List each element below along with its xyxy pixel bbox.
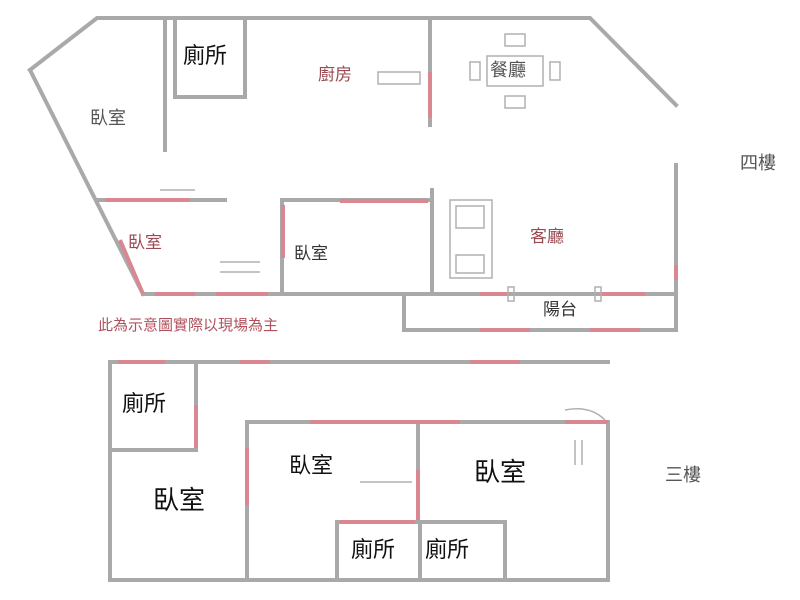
sofa [449, 199, 493, 279]
kitchen-counter [377, 71, 421, 85]
upper-floor-openings [105, 72, 678, 332]
toilet-walls [173, 16, 247, 99]
window-bedroom2 [118, 239, 145, 295]
sofa-seat [455, 254, 485, 274]
dining-chair [549, 61, 561, 81]
room-label-toilet: 廁所 [122, 392, 167, 417]
dining-chair [504, 33, 526, 47]
floor-label-upper: 四樓 [740, 153, 776, 174]
room-label-bedroom: 臥室 [128, 233, 162, 253]
dining-table [486, 55, 544, 87]
room-label-bedroom: 臥室 [289, 454, 334, 479]
door-swing [564, 408, 606, 421]
lower-floor-fixtures [360, 408, 606, 483]
door-frame [594, 286, 602, 302]
room-label-bedroom: 臥室 [90, 108, 126, 129]
upper-floor-walls [27, 16, 679, 332]
room-label-dining: 餐廳 [490, 60, 526, 81]
room-label-kitchen: 廚房 [318, 65, 352, 85]
disclaimer-note: 此為示意圖實際以現場為主 [98, 316, 279, 334]
upper-top-wall [27, 16, 679, 108]
upper-bottom-wall [141, 292, 678, 332]
lower-toilet-walls [108, 360, 198, 452]
room-label-balcony: 陽台 [543, 300, 577, 320]
sofa-seat [455, 205, 485, 229]
room-label-bedroom: 臥室 [294, 244, 328, 264]
room-label-bedroom: 臥室 [474, 458, 527, 488]
room-label-living-room: 客廳 [530, 227, 564, 247]
upper-left-diagonal-wall [27, 67, 146, 297]
room-label-toilet: 廁所 [425, 538, 470, 563]
dining-chair [469, 61, 481, 81]
floor-label-lower: 三樓 [665, 465, 701, 486]
room-label-toilet: 廁所 [351, 538, 396, 563]
dining-chair [504, 95, 526, 109]
room-label-toilet: 廁所 [183, 44, 228, 69]
upper-floor-fixtures [160, 33, 602, 302]
room-label-bedroom: 臥室 [153, 486, 206, 516]
door-frame [507, 286, 515, 302]
lower-floor-openings [118, 360, 608, 524]
